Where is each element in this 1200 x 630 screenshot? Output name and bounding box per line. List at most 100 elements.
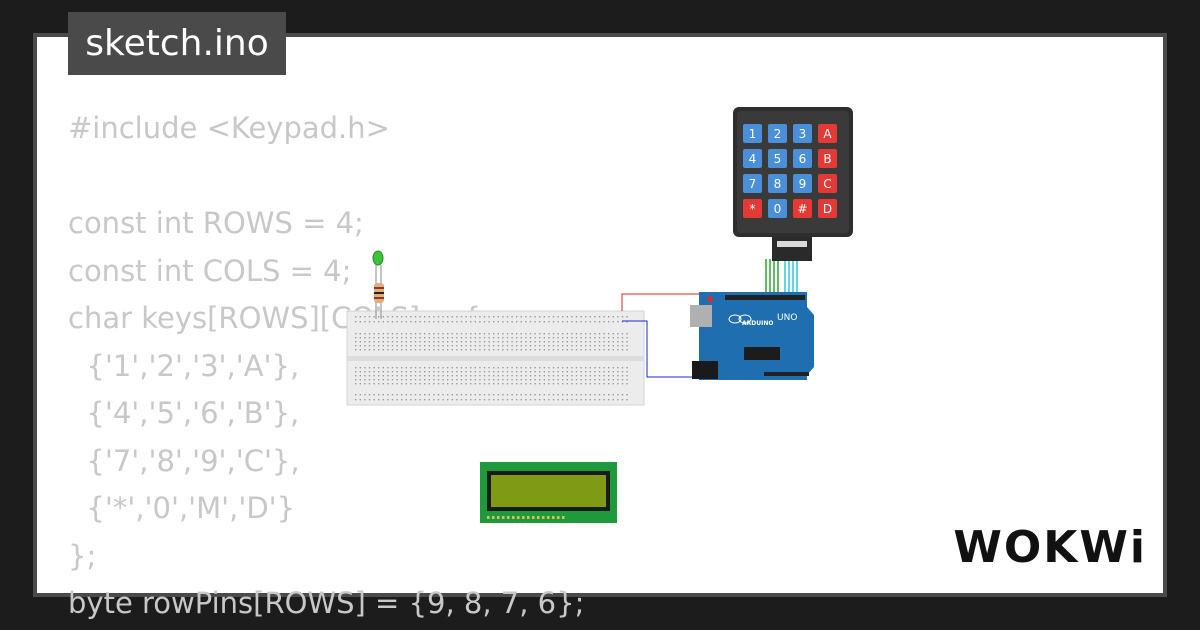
breadboard-hole	[378, 379, 380, 381]
breadboard-hole	[419, 333, 421, 335]
breadboard-hole	[488, 394, 490, 396]
breadboard-hole	[557, 341, 559, 343]
breadboard-hole	[419, 321, 421, 323]
breadboard-hole	[451, 321, 453, 323]
breadboard-hole	[419, 371, 421, 373]
breadboard-hole	[442, 367, 444, 369]
breadboard-hole	[460, 333, 463, 335]
breadboard-hole	[603, 349, 605, 351]
breadboard-hole	[493, 316, 495, 318]
breadboard-hole	[378, 367, 380, 369]
breadboard-hole	[566, 375, 568, 377]
breadboard-hole	[410, 399, 412, 401]
breadboard-hole	[598, 345, 601, 347]
breadboard-hole	[428, 375, 430, 377]
breadboard-hole	[364, 371, 366, 373]
breadboard-hole	[585, 379, 587, 381]
breadboard-hole	[451, 349, 453, 351]
breadboard-hole	[387, 321, 389, 323]
breadboard-hole	[502, 375, 504, 377]
breadboard-hole	[594, 321, 596, 323]
breadboard-hole	[557, 316, 559, 318]
breadboard-hole	[405, 321, 407, 323]
breadboard-hole	[617, 399, 619, 401]
breadboard-hole	[511, 371, 513, 373]
breadboard-hole	[603, 371, 605, 373]
breadboard-hole	[539, 321, 541, 323]
breadboard-hole	[447, 341, 449, 343]
breadboard-hole	[525, 316, 527, 318]
breadboard-hole	[548, 367, 550, 369]
breadboard-hole	[437, 337, 440, 339]
keypad-key	[818, 199, 837, 218]
breadboard-hole	[470, 337, 472, 339]
breadboard-hole	[391, 367, 394, 369]
breadboard-hole	[529, 345, 532, 347]
breadboard-hole	[594, 375, 596, 377]
breadboard-hole	[419, 399, 421, 401]
breadboard-hole	[516, 367, 518, 369]
breadboard-hole	[387, 367, 389, 369]
breadboard-hole	[548, 321, 550, 323]
breadboard-hole	[442, 375, 444, 377]
breadboard-hole	[502, 349, 504, 351]
breadboard-hole	[359, 394, 361, 396]
breadboard-hole	[497, 333, 499, 335]
breadboard-hole	[594, 337, 596, 339]
breadboard-hole	[534, 399, 536, 401]
breadboard	[346, 310, 645, 406]
breadboard-hole	[589, 399, 591, 401]
breadboard-hole	[451, 383, 453, 385]
breadboard-hole	[502, 341, 504, 343]
breadboard-hole	[552, 367, 555, 369]
breadboard-hole	[359, 337, 361, 339]
breadboard-hole	[626, 349, 628, 351]
breadboard-hole	[575, 379, 578, 381]
breadboard-hole	[548, 371, 550, 373]
breadboard-hole	[479, 375, 481, 377]
breadboard-hole	[585, 367, 587, 369]
lcd-pin	[522, 516, 525, 519]
breadboard-hole	[612, 399, 614, 401]
breadboard-hole	[410, 337, 412, 339]
breadboard-hole	[511, 349, 513, 351]
breadboard-hole	[382, 375, 384, 377]
breadboard-hole	[594, 349, 596, 351]
breadboard-hole	[543, 321, 545, 323]
breadboard-hole	[557, 371, 559, 373]
breadboard-hole	[562, 371, 564, 373]
breadboard-hole	[456, 399, 458, 401]
breadboard-hole	[548, 394, 550, 396]
breadboard-hole	[474, 341, 476, 343]
breadboard-hole	[562, 337, 564, 339]
breadboard-hole	[612, 349, 614, 351]
breadboard-hole	[368, 379, 371, 381]
breadboard-hole	[493, 367, 495, 369]
breadboard-hole	[571, 394, 573, 396]
breadboard-hole	[562, 399, 564, 401]
breadboard-hole	[585, 316, 587, 318]
breadboard-hole	[529, 316, 532, 318]
arduino-brand: ARDUINO	[742, 320, 773, 327]
breadboard-hole	[529, 321, 532, 323]
breadboard-hole	[506, 349, 509, 351]
breadboard-hole	[511, 345, 513, 347]
breadboard-hole	[391, 333, 394, 335]
breadboard-hole	[437, 399, 440, 401]
breadboard-hole	[414, 379, 417, 381]
breadboard-hole	[382, 379, 384, 381]
lcd-pin	[507, 516, 510, 519]
keypad-key-label: *	[750, 202, 756, 216]
breadboard-hole	[580, 341, 582, 343]
breadboard-hole	[368, 349, 371, 351]
breadboard-hole	[497, 371, 499, 373]
breadboard-hole	[387, 383, 389, 385]
breadboard-hole	[566, 333, 568, 335]
breadboard-hole	[585, 383, 587, 385]
breadboard-hole	[562, 367, 564, 369]
keypad-key-label: 9	[799, 177, 807, 191]
breadboard-hole	[437, 321, 440, 323]
breadboard-hole	[585, 337, 587, 339]
